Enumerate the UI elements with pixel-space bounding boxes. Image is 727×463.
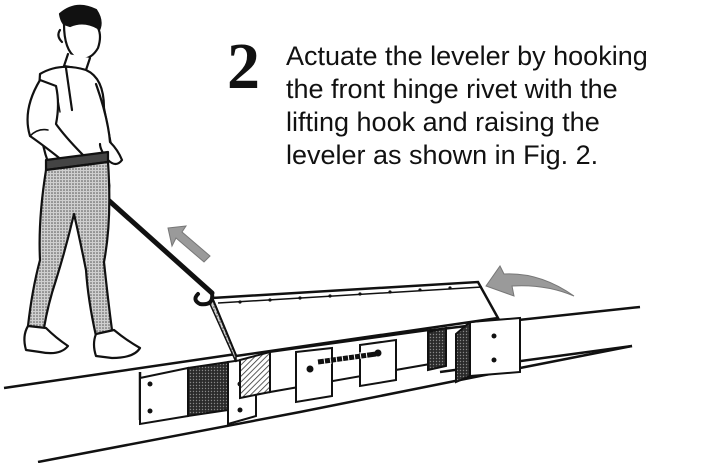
instruction-text: Actuate the leveler by hooking the front… <box>286 40 726 172</box>
step-number: 2 <box>227 30 260 103</box>
person-figure <box>23 4 142 360</box>
instruction-line: the front hinge rivet with the <box>286 74 618 104</box>
bumper-block-right <box>455 316 521 384</box>
instruction-line: leveler as shown in Fig. 2. <box>286 140 599 170</box>
lifting-hook <box>103 195 215 307</box>
motion-arrow-raise <box>485 265 575 297</box>
leveler-frame <box>239 326 447 404</box>
instruction-line: lifting hook and raising the <box>286 107 600 137</box>
motion-arrow-pull <box>167 225 211 263</box>
instruction-line: Actuate the leveler by hooking <box>286 41 648 71</box>
bumper-block-left <box>139 356 257 426</box>
